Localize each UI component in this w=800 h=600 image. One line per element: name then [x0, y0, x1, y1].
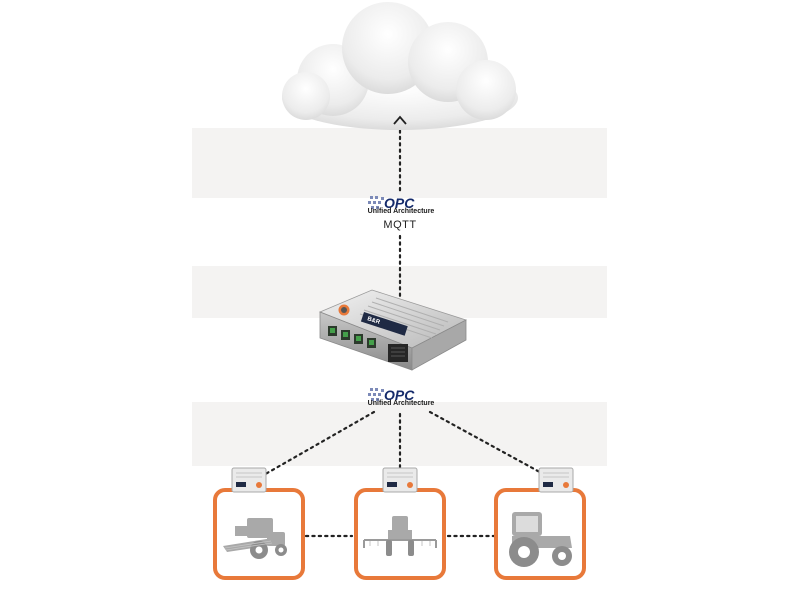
vehicle-box-tractor	[494, 488, 586, 580]
vehicle-box-sprayer	[354, 488, 446, 580]
opc-ua-logo-lower: OPC Unified Architecture	[366, 386, 436, 416]
control-module-tractor	[538, 467, 574, 493]
opc-brand-text: OPC	[384, 387, 415, 402]
cloud-icon	[282, 2, 518, 130]
control-module-sprayer	[382, 467, 418, 493]
opc-tagline: Unified Architecture	[367, 208, 435, 215]
vehicle-box-combine	[213, 488, 305, 580]
opc-tagline: Unified Architecture	[367, 400, 435, 407]
opc-brand-text: OPC	[384, 195, 415, 210]
device-brand: B&R	[366, 316, 381, 326]
combine-harvester-icon	[223, 518, 287, 559]
opc-ua-logo-upper: OPC Unified Architecture	[366, 194, 436, 224]
tractor-icon	[509, 512, 572, 567]
gateway-device: B&R	[318, 289, 468, 371]
protocol-label: MQTT	[383, 219, 417, 231]
sprayer-icon	[363, 516, 437, 556]
control-module-combine	[231, 467, 267, 493]
